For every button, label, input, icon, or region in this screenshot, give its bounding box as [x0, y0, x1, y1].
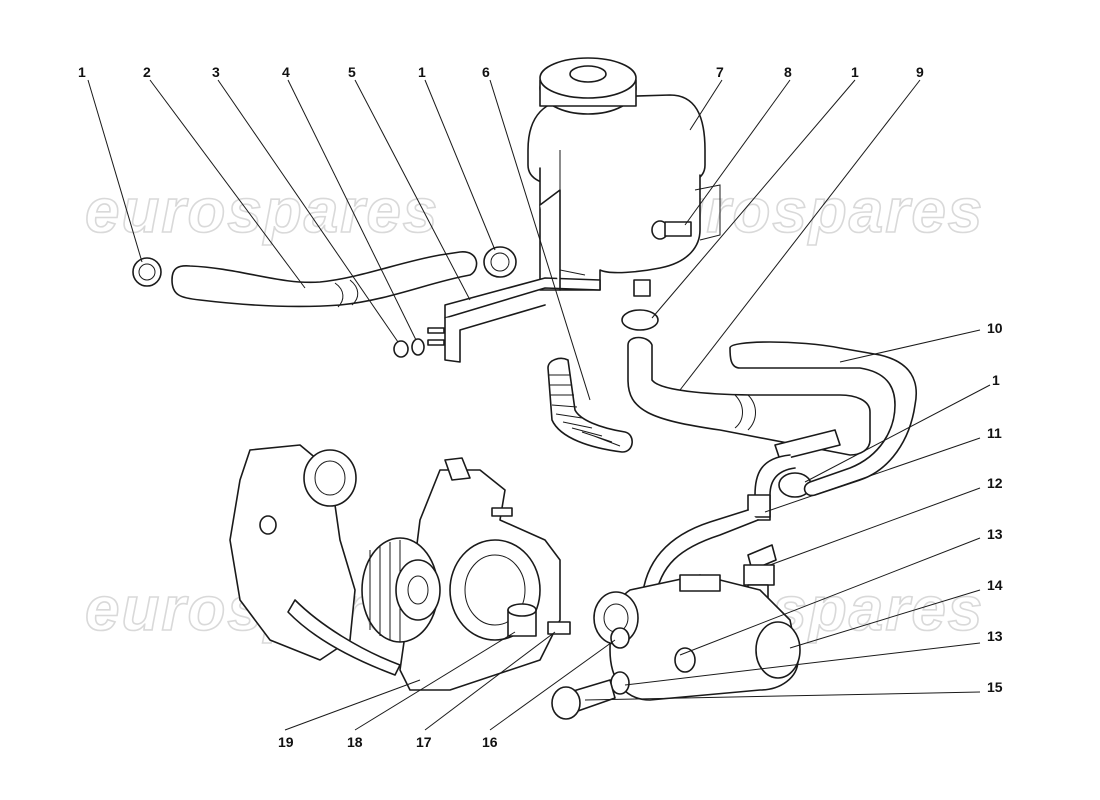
callout-5: 5	[348, 64, 356, 80]
watermark-top-left: eurospares	[85, 177, 439, 246]
callout-1b: 1	[418, 64, 426, 80]
callout-labels: 1 2 3 4 5 1 6 7 8 1 9 10 1 11 12 13 14 1…	[78, 64, 1003, 750]
engine-housing-and-pulley	[229, 444, 441, 676]
reservoir-bracket	[444, 189, 601, 363]
callout-1d: 1	[992, 372, 1000, 388]
callout-13b: 13	[987, 628, 1003, 644]
callout-4: 4	[282, 64, 290, 80]
callout-9: 9	[916, 64, 924, 80]
callout-11: 11	[987, 425, 1002, 441]
pump-fittings	[551, 627, 696, 720]
callout-15: 15	[987, 679, 1003, 695]
callout-18: 18	[347, 734, 363, 750]
spring-guard	[547, 357, 633, 453]
fluid-reservoir	[527, 57, 721, 297]
bracket-fasteners	[393, 327, 445, 358]
callout-2: 2	[143, 64, 151, 80]
callout-14: 14	[987, 577, 1003, 593]
hose-clamps	[132, 246, 812, 498]
spacer-and-bolt	[507, 603, 571, 637]
callout-8: 8	[784, 64, 792, 80]
callout-7: 7	[716, 64, 724, 80]
return-hose	[627, 336, 871, 456]
callout-6: 6	[482, 64, 490, 80]
callout-10: 10	[987, 320, 1003, 336]
callout-13a: 13	[987, 526, 1003, 542]
callout-19: 19	[278, 734, 294, 750]
supply-hose	[171, 251, 478, 308]
callout-12: 12	[987, 475, 1003, 491]
callout-16: 16	[482, 734, 498, 750]
callout-3: 3	[212, 64, 220, 80]
leader-lines	[87, 79, 991, 731]
callout-17: 17	[416, 734, 432, 750]
callout-1a: 1	[78, 64, 86, 80]
pressure-line	[639, 341, 917, 666]
reservoir-bolt	[651, 220, 692, 240]
callout-1c: 1	[851, 64, 859, 80]
